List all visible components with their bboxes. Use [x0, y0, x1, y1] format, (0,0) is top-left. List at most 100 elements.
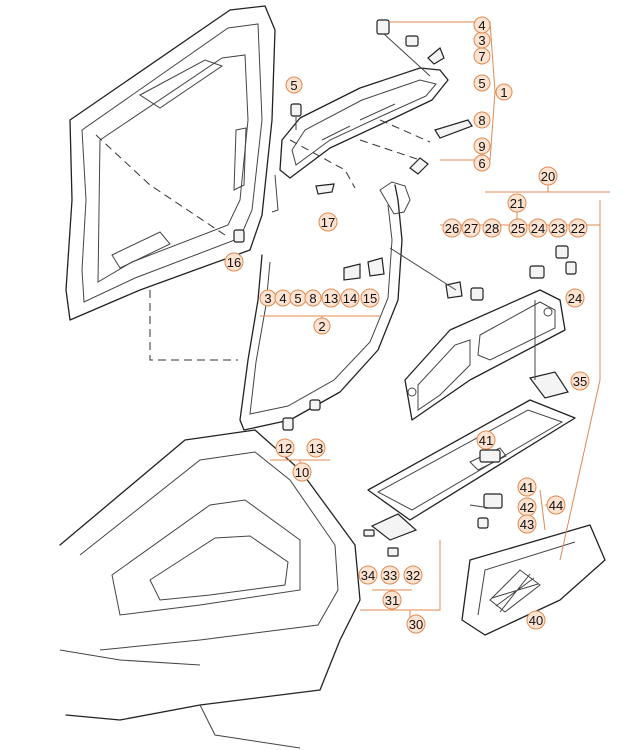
callout-number: 22 — [571, 221, 585, 236]
callout-g2_8: 8 — [304, 289, 322, 307]
callout-c23: 23 — [548, 218, 568, 238]
callout-c35: 35 — [570, 371, 590, 391]
callout-number: 4 — [279, 291, 286, 306]
callout-number: 5 — [478, 76, 485, 91]
callout-bubble — [285, 76, 303, 94]
trunk-lid-outer — [65, 5, 276, 321]
callout-bubble — [568, 218, 588, 238]
callout-bubble — [473, 137, 491, 155]
callout-number: 21 — [510, 196, 524, 211]
callout-number: 17 — [321, 215, 335, 230]
callout-bubble — [473, 16, 491, 34]
callout-c20: 20 — [538, 166, 558, 186]
callout-bubble — [275, 438, 295, 458]
callout-c2: 2 — [313, 317, 331, 335]
callout-bubble — [321, 288, 341, 308]
callout-bubble — [442, 218, 462, 238]
callout-c10: 10 — [292, 462, 312, 482]
callout-bubble — [358, 565, 378, 585]
callout-bubble — [306, 438, 326, 458]
callout-bubble — [517, 514, 537, 534]
callout-c33: 33 — [380, 565, 400, 585]
callout-number: 43 — [520, 517, 534, 532]
callout-bubble — [548, 218, 568, 238]
callout-c27: 27 — [461, 218, 481, 238]
callout-number: 32 — [406, 568, 420, 583]
callout-bubble — [538, 166, 558, 186]
callout-bubble — [526, 610, 546, 630]
callout-c21: 21 — [507, 193, 527, 213]
callout-bubble — [318, 212, 338, 232]
callout-bubble — [508, 218, 528, 238]
callout-number: 33 — [383, 568, 397, 583]
callout-bubble — [461, 218, 481, 238]
callout-bubble — [313, 317, 331, 335]
callout-bubble — [292, 462, 312, 482]
callout-c24a: 24 — [528, 218, 548, 238]
parcel-shelf-frame — [404, 289, 566, 421]
callout-bubble — [360, 288, 380, 308]
callout-number: 30 — [409, 617, 423, 632]
callout-number: 6 — [478, 156, 485, 171]
callout-bubble — [565, 288, 585, 308]
callout-bubble — [476, 430, 496, 450]
callout-c7: 7 — [473, 47, 491, 65]
callout-number: 27 — [464, 221, 478, 236]
callout-bubble — [507, 193, 527, 213]
callout-number: 24 — [568, 291, 582, 306]
callout-g2_13: 13 — [321, 288, 341, 308]
callout-number: 20 — [541, 169, 555, 184]
callout-g2_5: 5 — [289, 289, 307, 307]
callout-c31: 31 — [382, 590, 402, 610]
callout-number: 2 — [318, 319, 325, 334]
callout-c13: 13 — [306, 438, 326, 458]
callout-c41b: 41 — [517, 477, 537, 497]
callout-number: 14 — [343, 291, 357, 306]
callout-number: 8 — [309, 291, 316, 306]
callout-c24b: 24 — [565, 288, 585, 308]
callout-bubble — [224, 252, 244, 272]
callout-bubble — [380, 565, 400, 585]
callout-g2_4: 4 — [274, 289, 292, 307]
callout-number: 12 — [278, 441, 292, 456]
callout-number: 24 — [531, 221, 545, 236]
callout-bubble — [473, 154, 491, 172]
callout-c41a: 41 — [476, 430, 496, 450]
callout-number: 16 — [227, 255, 241, 270]
callout-c17: 17 — [318, 212, 338, 232]
callout-bubble — [473, 74, 491, 92]
callout-c8: 8 — [473, 111, 491, 129]
callout-number: 41 — [520, 480, 534, 495]
callout-bubble — [517, 477, 537, 497]
callout-c28: 28 — [482, 218, 502, 238]
callout-c42: 42 — [517, 497, 537, 517]
callout-number: 15 — [363, 291, 377, 306]
callout-bubble — [340, 288, 360, 308]
callout-c25: 25 — [508, 218, 528, 238]
callout-number: 26 — [445, 221, 459, 236]
callout-number: 34 — [361, 568, 375, 583]
callout-c30: 30 — [406, 614, 426, 634]
callout-c32: 32 — [403, 565, 423, 585]
callout-number: 4 — [478, 18, 485, 33]
callout-number: 40 — [529, 613, 543, 628]
callout-number: 5 — [290, 78, 297, 93]
callout-bubble — [473, 47, 491, 65]
callout-bubble — [406, 614, 426, 634]
callout-number: 28 — [485, 221, 499, 236]
callout-number: 8 — [478, 113, 485, 128]
callout-c3: 3 — [473, 31, 491, 49]
callout-number: 35 — [573, 374, 587, 389]
callout-c40: 40 — [526, 610, 546, 630]
callout-c1: 1 — [495, 83, 513, 101]
callout-number: 3 — [264, 291, 271, 306]
callout-c5b: 5 — [473, 74, 491, 92]
callout-number: 10 — [295, 465, 309, 480]
callout-bubble — [473, 111, 491, 129]
callout-bubble — [546, 495, 566, 515]
callout-bubble — [495, 83, 513, 101]
callout-c16: 16 — [224, 252, 244, 272]
callout-number: 13 — [309, 441, 323, 456]
